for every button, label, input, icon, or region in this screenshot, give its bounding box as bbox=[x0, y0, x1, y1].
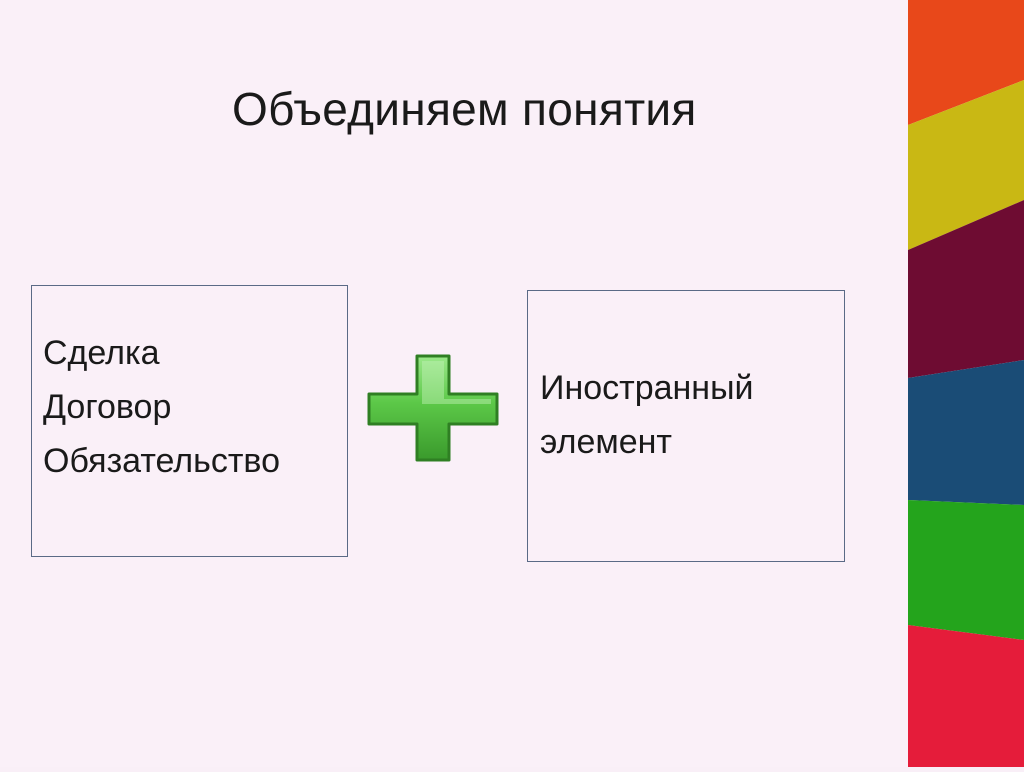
slide-title: Объединяем понятия bbox=[232, 83, 697, 135]
concepts-box: Сделка Договор Обязательство bbox=[31, 285, 348, 557]
decorative-color-stripes bbox=[908, 0, 1024, 767]
concept-line: Сделка bbox=[43, 334, 160, 372]
plus-icon bbox=[365, 352, 501, 464]
foreign-element-line: Иностранный bbox=[540, 369, 754, 407]
concept-line: Обязательство bbox=[43, 442, 281, 480]
foreign-element-box: Иностранный элемент bbox=[527, 290, 845, 562]
concept-line: Договор bbox=[43, 388, 172, 426]
concepts-list: Сделка Договор Обязательство bbox=[43, 326, 280, 488]
foreign-element-line: элемент bbox=[540, 423, 672, 461]
foreign-element-text: Иностранный элемент bbox=[540, 361, 754, 469]
